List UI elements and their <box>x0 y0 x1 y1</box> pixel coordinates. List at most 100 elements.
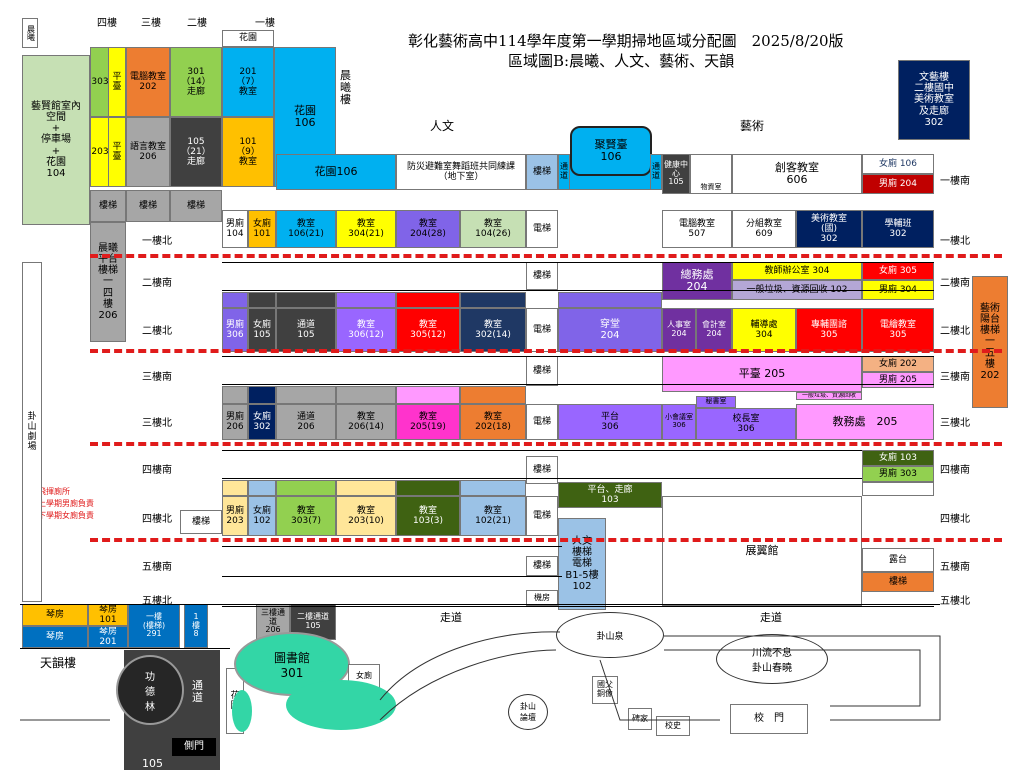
room-103-3: 教室 103(3) <box>396 496 460 536</box>
toilet-note-1: 飛揮廁所 <box>38 487 70 496</box>
elevator-1: 電梯 <box>526 210 558 248</box>
wenyi-building: 文藝樓 二樓國中 美術教室 及走廊 302 <box>898 60 970 140</box>
room-102-21: 教室 102(21) <box>460 496 526 536</box>
line-ground <box>222 606 934 607</box>
floor-2-header: 二樓 <box>187 18 207 29</box>
floor-2-south-right: 二樓南 <box>940 278 970 289</box>
toilet-note-2: 上學期男廁負責 <box>38 499 94 508</box>
wc-male-306: 男廁 306 <box>222 308 248 352</box>
floor-5-south-left: 五樓南 <box>142 562 172 573</box>
motto-line-2: 卦山春曉 <box>752 663 792 674</box>
f3n-strip-c <box>276 386 336 404</box>
chenxi-label: 晨曦 <box>22 18 38 48</box>
f2n-strip-b <box>248 292 276 308</box>
toilet-note-3: 下學期女廁負責 <box>38 511 94 520</box>
f2n-strip-e <box>396 292 460 308</box>
separator-1 <box>90 254 1002 258</box>
health-center: 健康中心 105 <box>662 154 690 194</box>
floor-1-header: 一樓 <box>255 18 275 29</box>
wc-female-102: 女廁 102 <box>248 496 276 536</box>
walkway-label-2: 走道 <box>760 611 782 624</box>
stairs-f4-left: 樓梯 <box>180 510 222 534</box>
floor-2-north-right: 二樓北 <box>940 326 970 337</box>
wc-male-206: 男廁 206 <box>222 404 248 440</box>
f2n-strip-g <box>558 292 662 308</box>
line-5s-b <box>222 576 562 577</box>
chenxi-building-label: 晨 曦 樓 <box>340 69 351 107</box>
room-106-21: 教室 106(21) <box>276 210 336 248</box>
principal-306: 校長室 306 <box>696 408 796 440</box>
elevator-2: 電梯 <box>526 308 558 352</box>
floor-4-north-right: 四樓北 <box>940 514 970 525</box>
f4n-strip-f <box>460 480 526 496</box>
floor-3-south-left: 三樓南 <box>142 372 172 383</box>
floor-5-north-right: 五樓北 <box>940 596 970 607</box>
floor-4-south-left: 四樓南 <box>142 465 172 476</box>
art-room-302: 美術教室 (國) 302 <box>796 210 862 248</box>
digital-art-305: 電繪教室 305 <box>862 308 934 352</box>
personnel-204: 人事室 204 <box>662 308 696 352</box>
library-lobe <box>286 680 396 730</box>
f4s-strip <box>862 482 934 496</box>
group-room-609: 分組教室 609 <box>732 210 796 248</box>
supply-room: 物資室 <box>690 154 732 194</box>
small-meeting-306: 小會議室 306 <box>662 404 696 440</box>
floor-2-north-left: 二樓北 <box>142 326 172 337</box>
floor-4-header: 四樓 <box>97 18 117 29</box>
terrace: 露台 <box>862 548 934 572</box>
garden-106-wide: 花園106 <box>276 154 396 190</box>
special-counsel-305: 專輔團諮 305 <box>796 308 862 352</box>
renwen-label: 人文 <box>430 119 455 133</box>
floor-5-north-left: 五樓北 <box>142 596 172 607</box>
tutor-class-302: 學輔班 302 <box>862 210 934 248</box>
separator-4 <box>90 538 1002 542</box>
school-history: 校史 <box>656 716 690 736</box>
line-2s-b <box>222 290 934 291</box>
guashan-spring: 卦山泉 <box>556 612 664 658</box>
language-room-206: 語言教室 206 <box>126 117 170 187</box>
monument: 碑家 <box>628 708 652 730</box>
computer-room-507: 電腦教室 507 <box>662 210 732 248</box>
maker-room-606: 創客教室 606 <box>732 154 862 194</box>
machine-room: 機房 <box>526 590 558 606</box>
corridor-301: 301 （14） 走廊 <box>170 47 222 117</box>
accounting-204: 會計室 204 <box>696 308 732 352</box>
wc-female-302: 女廁 302 <box>248 404 276 440</box>
f3n-strip-a <box>222 386 248 404</box>
platform-a: 平臺 <box>108 47 126 117</box>
room-203-10: 教室 203(10) <box>336 496 396 536</box>
line-3s-a <box>222 356 934 357</box>
piano-room-201: 琴房 201 <box>88 626 128 648</box>
separator-2 <box>90 349 1002 353</box>
motto-line-1: 川流不息 <box>752 648 792 659</box>
wc-female-105: 女廁 105 <box>248 308 276 352</box>
f4n-strip-a <box>222 480 248 496</box>
floor-5-south-right: 五樓南 <box>940 562 970 573</box>
library-annex <box>232 690 252 732</box>
wc-female-106: 女廁 106 <box>862 154 934 174</box>
disaster-shelter: 防災避難室舞蹈班共同練課 （地下室） <box>396 154 526 190</box>
floor-3-south-right: 三樓南 <box>940 372 970 383</box>
stairs-terrace: 樓梯 <box>862 572 934 592</box>
walkway-103: 平台、走廊 103 <box>558 482 662 508</box>
zhanyi-hall: 展翼館 <box>662 496 862 606</box>
room-201: 201 （7） 教室 <box>222 47 274 117</box>
wc-male-104: 男廁 104 <box>222 210 248 248</box>
floor-1-north-right: 一樓北 <box>940 236 970 247</box>
line-5s-a <box>222 546 562 547</box>
renwen-elevator-102: 人文 樓梯 電梯 B1-5樓 102 <box>558 518 606 610</box>
f4n-strip-b <box>248 480 276 496</box>
passage-105: 通道 105 <box>276 308 336 352</box>
floor-1-south-right: 一樓南 <box>940 176 970 187</box>
wc-male-203: 男廁 203 <box>222 496 248 536</box>
gongde-forest: 功 德 林 <box>116 655 184 725</box>
page-title: 彰化藝術高中114學年度第一學期掃地區域分配圖 2025/8/20版 <box>408 32 844 50</box>
floor-3-north-left: 三樓北 <box>142 418 172 429</box>
computer-room-202: 電腦教室 202 <box>126 47 170 117</box>
f4n-strip-e <box>396 480 460 496</box>
corridor-right: 通道 <box>650 154 662 190</box>
page-subtitle: 區域圖B:晨曦、人文、藝術、天韻 <box>508 52 735 70</box>
stairs-renwen-3s: 樓梯 <box>526 356 558 386</box>
guashan-forum: 卦山 論壇 <box>508 694 548 730</box>
